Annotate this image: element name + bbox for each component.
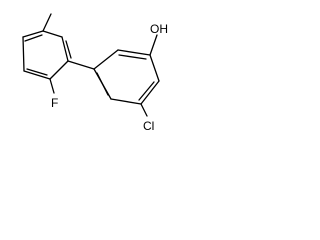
bond <box>110 98 142 105</box>
bond <box>93 49 119 70</box>
bond <box>61 36 69 62</box>
bond <box>24 34 43 42</box>
chloro-label: Cl <box>143 119 154 133</box>
bond <box>49 60 69 80</box>
hydroxyl-label: OH <box>150 22 168 36</box>
bond <box>22 30 44 38</box>
bond <box>26 68 48 76</box>
fluoro-label: F <box>51 96 58 110</box>
bond <box>42 13 52 32</box>
bond <box>65 40 72 59</box>
left-ring <box>22 13 72 94</box>
bond <box>22 36 25 72</box>
bond <box>138 81 155 101</box>
bond <box>96 72 109 96</box>
bond <box>149 34 158 56</box>
bond <box>42 30 63 38</box>
right-ring <box>93 34 160 117</box>
bond <box>23 70 51 80</box>
biaryl-bond <box>67 60 95 70</box>
structure-diagram: OH Cl F <box>22 13 168 133</box>
bond <box>118 54 147 60</box>
bond <box>140 80 160 105</box>
bond <box>117 49 151 56</box>
bond <box>149 54 160 82</box>
bond <box>49 78 55 94</box>
bond <box>140 103 148 117</box>
